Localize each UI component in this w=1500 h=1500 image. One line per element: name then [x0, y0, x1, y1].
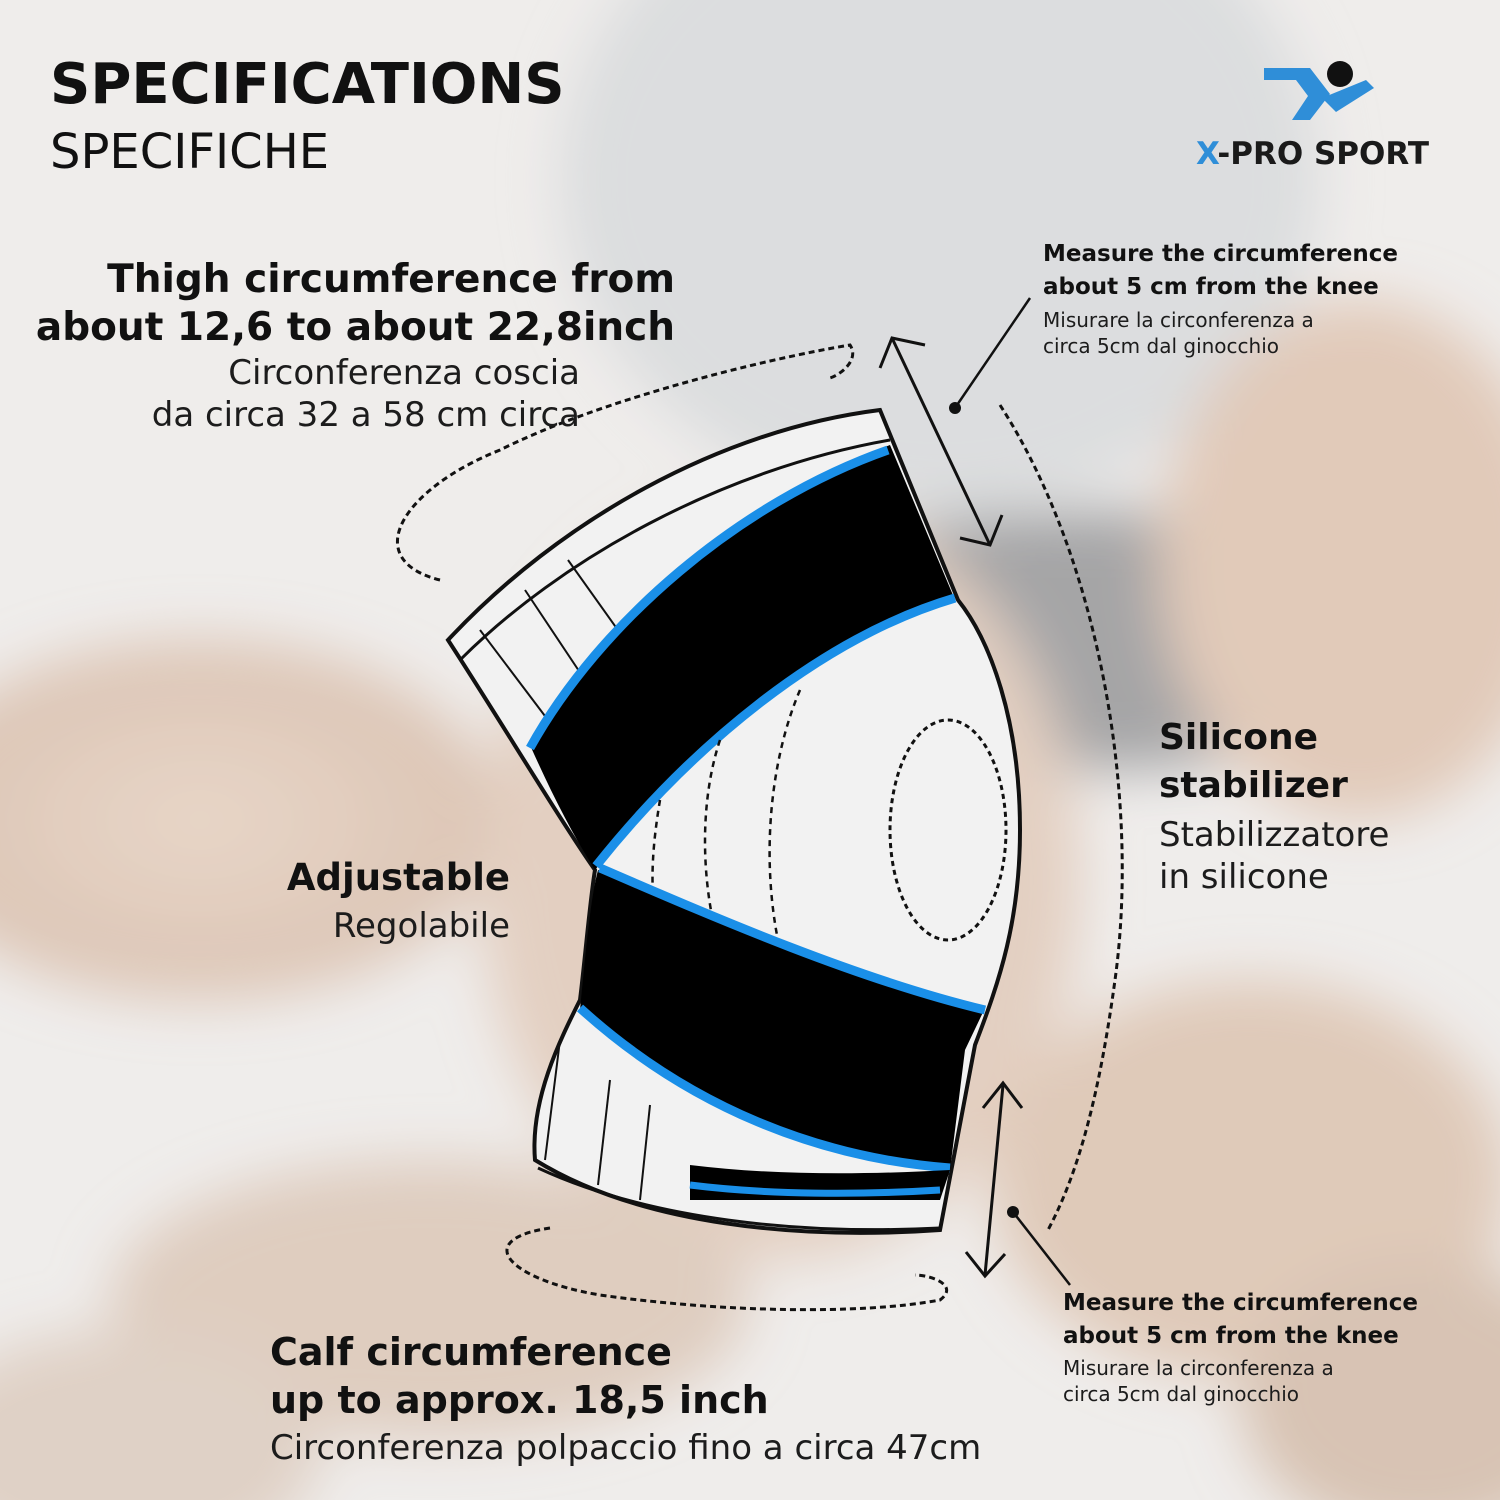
bottom-double-arrow-icon: [964, 1080, 1024, 1279]
adjustable-label: Adjustable: [286, 856, 510, 899]
page-subtitle: SPECIFICHE: [50, 124, 330, 180]
side-dashed-arc: [998, 404, 1124, 1231]
bottom-pointer-line: [1012, 1211, 1071, 1286]
running-figure-logo-icon: [1264, 61, 1374, 120]
measure-top-label-it: Misurare la circonferenza a circa 5cm da…: [1043, 308, 1314, 358]
lower-strap: [580, 870, 985, 1170]
thigh-label: Thigh circumference from about 12,6 to a…: [35, 257, 675, 350]
brand-name: X-PRO SPORT: [1196, 136, 1430, 172]
top-cuff: [458, 438, 891, 662]
page-title: SPECIFICATIONS: [50, 52, 565, 117]
adjustable-label-it: Regolabile: [332, 906, 510, 946]
upper-strap: [530, 445, 955, 870]
measure-bottom-label-it: Misurare la circonferenza a circa 5cm da…: [1063, 1356, 1334, 1406]
silicone-label-it: Stabilizzatore in silicone: [1159, 815, 1390, 897]
silicone-ring: [888, 718, 1008, 942]
measure-bottom-label: Measure the circumference about 5 cm fro…: [1063, 1290, 1418, 1349]
measure-top-label: Measure the circumference about 5 cm fro…: [1043, 241, 1398, 300]
silicone-label: Silicone stabilizer: [1159, 717, 1348, 806]
top-pointer-line: [953, 297, 1032, 409]
brand-logo: X-PRO SPORT: [1196, 58, 1446, 178]
top-double-arrow-icon: [878, 336, 1004, 547]
calf-measure-loop: [505, 1226, 949, 1312]
thigh-label-it: Circonferenza coscia da circa 32 a 58 cm…: [151, 353, 580, 435]
calf-label-it: Circonferenza polpaccio fino a circa 47c…: [270, 1428, 982, 1468]
thigh-measure-loop: [396, 343, 854, 582]
calf-label: Calf circumference up to approx. 18,5 in…: [270, 1330, 769, 1422]
